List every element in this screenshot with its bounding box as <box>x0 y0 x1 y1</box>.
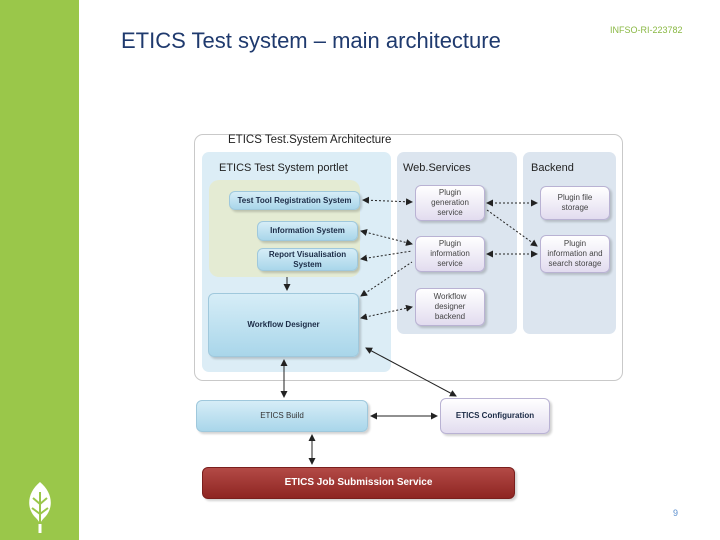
plugin-generation-box[interactable]: Plugin generation service <box>415 185 485 221</box>
leaf-logo-icon <box>29 482 51 533</box>
test-tool-registration-box[interactable]: Test Tool Registration System <box>229 191 360 210</box>
green-sidebar <box>0 0 79 540</box>
architecture-frame-title: ETICS Test.System Architecture <box>228 134 392 146</box>
workflow-backend-box[interactable]: Workflow designer backend <box>415 288 485 326</box>
portlet-panel-label: ETICS Test System portlet <box>219 162 348 174</box>
backend-panel-label: Backend <box>531 162 574 174</box>
plugin-file-storage-box[interactable]: Plugin file storage <box>540 186 610 220</box>
information-system-box[interactable]: Information System <box>257 221 358 241</box>
etics-configuration-box[interactable]: ETICS Configuration <box>440 398 550 434</box>
webservices-panel-label: Web.Services <box>403 162 471 174</box>
job-submission-box[interactable]: ETICS Job Submission Service <box>202 467 515 499</box>
page-number: 9 <box>673 508 679 518</box>
slide-title: ETICS Test system – main architecture <box>121 28 501 53</box>
slide-id: INFSO-RI-223782 <box>610 25 683 35</box>
report-visualisation-box[interactable]: Report Visualisation System <box>257 248 358 271</box>
workflow-designer-box[interactable]: Workflow Designer <box>208 293 359 357</box>
etics-build-box[interactable]: ETICS Build <box>196 400 368 432</box>
plugin-info-search-box[interactable]: Plugin information and search storage <box>540 235 610 273</box>
plugin-information-box[interactable]: Plugin information service <box>415 236 485 272</box>
